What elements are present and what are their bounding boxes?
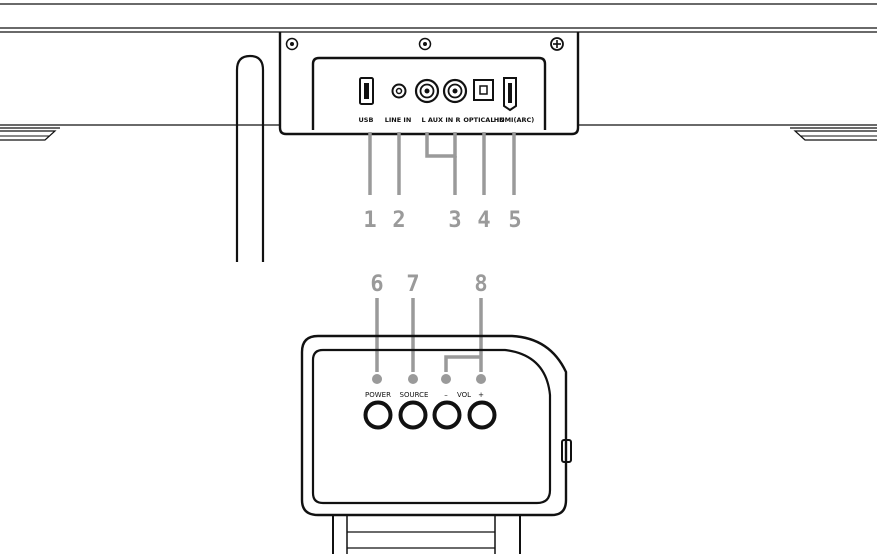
- hdmi-arc-label: HDMI(ARC): [494, 116, 534, 124]
- right-foot: [790, 127, 877, 141]
- vol-plus-button[interactable]: [467, 400, 497, 430]
- stand-pole: [235, 54, 265, 262]
- screw-icon: [418, 37, 432, 51]
- aux-in-right-port[interactable]: [442, 78, 468, 104]
- callout-3: 3: [448, 208, 461, 233]
- connector-panel: [278, 32, 580, 136]
- usb-port[interactable]: [359, 77, 374, 105]
- line-in-port[interactable]: [391, 83, 407, 99]
- vol-minus-label: –: [444, 391, 448, 399]
- screw-icon: [285, 37, 299, 51]
- vol-minus-button[interactable]: [432, 400, 462, 430]
- soundbar-rear-view: USB LINE IN L AUX IN R OPTICAL IN HDMI(A…: [0, 3, 877, 262]
- line-in-label: LINE IN: [385, 116, 412, 124]
- callout-4: 4: [477, 208, 490, 233]
- callout-lines-top: [368, 132, 516, 195]
- callout-5: 5: [508, 208, 521, 233]
- power-label: POWER: [365, 391, 391, 399]
- callout-7: 7: [406, 272, 419, 297]
- screw-icon: [550, 37, 564, 51]
- soundbar-side-view: 6 7 8 POWER SOURCE –: [300, 272, 572, 554]
- vol-label: VOL: [457, 391, 471, 399]
- callout-1: 1: [363, 208, 376, 233]
- optical-in-port[interactable]: [473, 79, 494, 101]
- power-button[interactable]: [363, 400, 393, 430]
- source-button[interactable]: [398, 400, 428, 430]
- aux-in-left-port[interactable]: [414, 78, 440, 104]
- callout-8: 8: [474, 272, 487, 297]
- vol-plus-label: +: [478, 391, 484, 399]
- optical-in-label: OPTICAL IN: [463, 116, 504, 124]
- bottom-stand: [332, 515, 521, 554]
- callout-6: 6: [370, 272, 383, 297]
- hdmi-arc-port[interactable]: [503, 77, 517, 112]
- usb-label: USB: [359, 116, 374, 124]
- source-label: SOURCE: [400, 391, 429, 399]
- left-foot: [0, 127, 60, 141]
- aux-in-label: L AUX IN R: [422, 116, 461, 124]
- callout-2: 2: [392, 208, 405, 233]
